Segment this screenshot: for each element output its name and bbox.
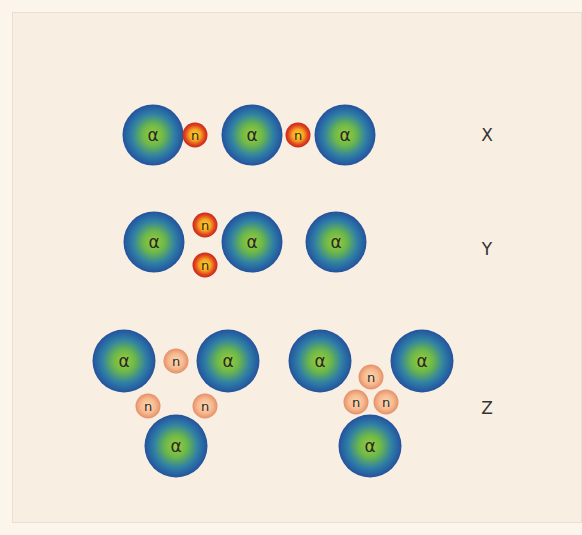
alpha-label: α xyxy=(246,234,257,251)
neutron-label: n xyxy=(144,400,152,413)
neutron-label: n xyxy=(382,396,390,409)
neutron-label: n xyxy=(172,355,180,368)
neutron: n xyxy=(285,122,311,148)
neutron-label: n xyxy=(191,129,199,142)
row-label: X xyxy=(481,125,493,145)
row-label-box: X xyxy=(481,127,493,144)
particle-circle xyxy=(344,390,369,415)
particle-circle xyxy=(136,394,161,419)
particle-circle xyxy=(193,253,218,278)
particle-circle xyxy=(222,212,283,273)
particle-circle xyxy=(339,415,402,478)
alpha-particle: α xyxy=(221,104,283,166)
alpha-particle: α xyxy=(390,329,454,393)
particle-circle xyxy=(306,212,367,273)
alpha-label: α xyxy=(246,127,257,144)
particle-circle xyxy=(124,212,185,273)
particle-circle xyxy=(193,394,218,419)
neutron: n xyxy=(135,393,161,419)
alpha-particle: α xyxy=(144,414,208,478)
neutron: n xyxy=(343,389,369,415)
particle-circle xyxy=(197,330,260,393)
particle-circle xyxy=(286,123,311,148)
particle-circle xyxy=(374,390,399,415)
alpha-label: α xyxy=(314,353,325,370)
particle-circle xyxy=(193,213,218,238)
particle-circle xyxy=(183,123,208,148)
row-label-box: Z xyxy=(481,400,493,417)
neutron: n xyxy=(192,252,218,278)
particle-circle xyxy=(315,105,376,166)
alpha-label: α xyxy=(147,127,158,144)
alpha-label: α xyxy=(148,234,159,251)
alpha-particle: α xyxy=(92,329,156,393)
neutron-label: n xyxy=(367,371,375,384)
neutron: n xyxy=(163,348,189,374)
neutron: n xyxy=(192,393,218,419)
alpha-particle: α xyxy=(221,211,283,273)
neutron-label: n xyxy=(294,129,302,142)
alpha-particle: α xyxy=(123,211,185,273)
particle-circle xyxy=(145,415,208,478)
row-label: Y xyxy=(482,239,492,259)
neutron-label: n xyxy=(201,400,209,413)
alpha-label: α xyxy=(222,353,233,370)
alpha-label: α xyxy=(339,127,350,144)
particle-circle xyxy=(123,105,184,166)
neutron: n xyxy=(373,389,399,415)
particle-circle xyxy=(93,330,156,393)
alpha-label: α xyxy=(170,438,181,455)
alpha-label: α xyxy=(330,234,341,251)
neutron-label: n xyxy=(201,259,209,272)
neutron-label: n xyxy=(352,396,360,409)
alpha-label: α xyxy=(364,438,375,455)
neutron: n xyxy=(182,122,208,148)
particle-circle xyxy=(222,105,283,166)
particle-circle xyxy=(391,330,454,393)
alpha-particle: α xyxy=(305,211,367,273)
alpha-particle: α xyxy=(338,414,402,478)
particle-circle xyxy=(164,349,189,374)
particle-circle xyxy=(289,330,352,393)
neutron: n xyxy=(358,364,384,390)
neutron: n xyxy=(192,212,218,238)
alpha-label: α xyxy=(118,353,129,370)
alpha-particle: α xyxy=(196,329,260,393)
neutron-label: n xyxy=(201,219,209,232)
alpha-particle: α xyxy=(288,329,352,393)
particle-circle xyxy=(359,365,384,390)
alpha-particle: α xyxy=(122,104,184,166)
alpha-particle: α xyxy=(314,104,376,166)
panel xyxy=(13,13,582,523)
row-label-box: Y xyxy=(482,241,492,258)
row-label: Z xyxy=(481,398,493,418)
alpha-label: α xyxy=(416,353,427,370)
